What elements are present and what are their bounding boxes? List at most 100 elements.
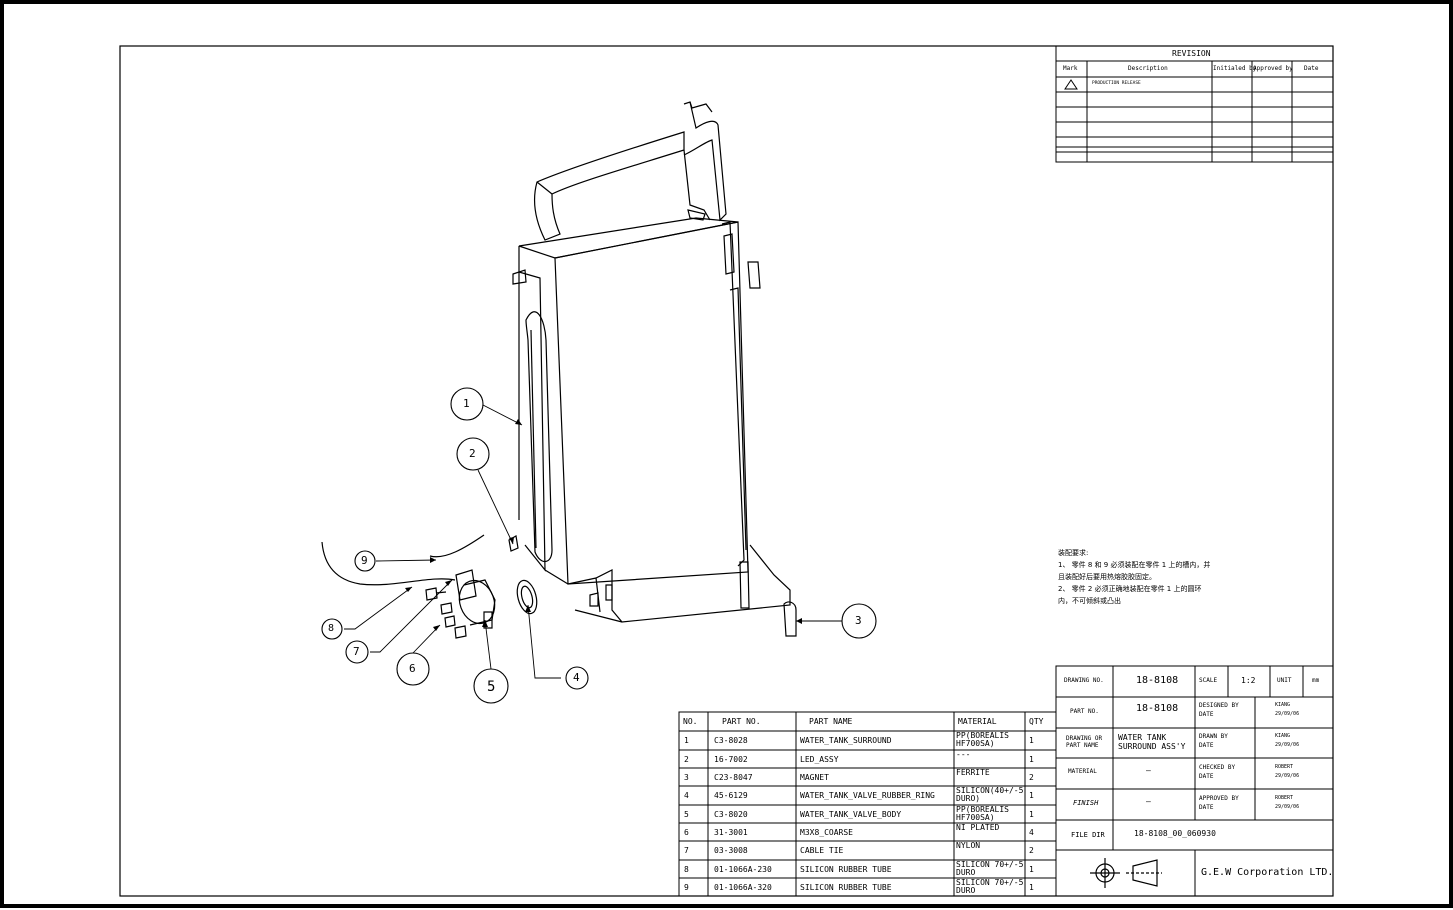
tb-approved-date: 29/09/06 <box>1275 804 1300 810</box>
tb-finish: — <box>1146 797 1151 806</box>
bom-cell-qty: 1 <box>1029 755 1034 764</box>
tb-material-label: MATERIAL <box>1068 768 1097 775</box>
revision-mark-icon <box>1064 79 1078 90</box>
tb-scale: 1:2 <box>1241 676 1256 685</box>
bom-cell-part-name: SILICON RUBBER TUBE <box>800 883 892 892</box>
revision-header-date: Date <box>1304 65 1319 72</box>
tb-checked-date: 29/09/06 <box>1275 773 1300 779</box>
bom-header-part-name: PART NAME <box>809 717 853 726</box>
tb-part-no: 18-8108 <box>1136 703 1179 714</box>
bom-cell-part-no: 03-3008 <box>714 846 748 855</box>
bom-header-no: NO. <box>683 717 698 726</box>
water-tank-surround-drawing <box>321 101 797 639</box>
balloon-1: 1 <box>463 397 470 410</box>
bom-cell-no: 4 <box>684 791 689 800</box>
tb-part-no-label: PART NO. <box>1070 708 1099 715</box>
bom-cell-no: 5 <box>684 810 689 819</box>
bom-cell-material: PP(BOREALIS HF700SA) <box>956 732 1009 748</box>
tb-drawing-no-label: DRAWING NO. <box>1064 677 1104 684</box>
tb-finish-label: FINISH <box>1073 799 1099 807</box>
bom-cell-material: SILICON(40+/-5 DURO) <box>956 787 1024 803</box>
revision-header-description: Description <box>1128 65 1168 72</box>
tb-file-dir-label: FILE DIR <box>1071 831 1105 839</box>
revision-table-grid <box>1055 45 1334 163</box>
tb-approved-date-label: DATE <box>1199 804 1214 811</box>
bom-cell-no: 1 <box>684 736 689 745</box>
bom-cell-qty: 1 <box>1029 883 1034 892</box>
tb-drawing-name: WATER TANK SURROUND ASS'Y <box>1118 733 1186 751</box>
bom-cell-no: 8 <box>684 865 689 874</box>
revision-row1-description: PRODUCTION RELEASE <box>1092 81 1141 86</box>
bom-cell-part-no: 31-3001 <box>714 828 748 837</box>
balloon-7: 7 <box>353 645 360 658</box>
title-block-grid <box>1055 665 1334 897</box>
projection-symbol-icon <box>1090 858 1162 888</box>
bom-cell-part-name: SILICON RUBBER TUBE <box>800 865 892 874</box>
revision-header-initialed: Initialed by <box>1213 65 1257 72</box>
tb-scale-label: SCALE <box>1199 677 1218 684</box>
balloon-9: 9 <box>361 554 368 567</box>
bom-cell-no: 9 <box>684 883 689 892</box>
tb-drawn-date: 29/09/06 <box>1275 742 1300 748</box>
bom-cell-part-name: M3X8_COARSE <box>800 828 853 837</box>
tb-designed-date: 29/09/06 <box>1275 711 1300 717</box>
revision-header-mark: Mark <box>1063 65 1078 72</box>
balloon-3: 3 <box>855 614 862 627</box>
tb-checked-date-label: DATE <box>1199 773 1214 780</box>
tb-designed-by: KIANG <box>1275 702 1291 708</box>
bom-cell-part-name: WATER_TANK_VALVE_BODY <box>800 810 902 819</box>
tb-designed-date-label: DATE <box>1199 711 1214 718</box>
notes-line-1: 1、 零件 8 和 9 必须装配在零件 1 上的槽内，并 <box>1058 561 1211 569</box>
bom-cell-material: NYLON <box>956 842 981 850</box>
bom-header-part-no: PART NO. <box>722 717 761 726</box>
tb-approved-label: APPROVED BY <box>1199 795 1239 802</box>
bom-cell-qty: 4 <box>1029 828 1034 837</box>
tb-material: — <box>1146 766 1151 775</box>
tb-approved-by: ROBERT <box>1275 795 1294 801</box>
bom-cell-material: SILICON 70+/-5 DURO <box>956 879 1024 895</box>
bom-cell-qty: 1 <box>1029 791 1034 800</box>
bom-cell-part-no: C23-8047 <box>714 773 753 782</box>
bom-cell-part-no: C3-8028 <box>714 736 748 745</box>
bom-cell-material: --- <box>956 751 971 759</box>
tb-checked-by: ROBERT <box>1275 764 1294 770</box>
bom-cell-part-name: CABLE TIE <box>800 846 844 855</box>
tb-drawing-name-label: DRAWING OR PART NAME <box>1066 735 1103 750</box>
tb-checked-label: CHECKED BY <box>1199 764 1236 771</box>
bom-cell-part-no: 01-1066A-320 <box>714 883 772 892</box>
tb-drawn-by: KIANG <box>1275 733 1291 739</box>
bom-cell-qty: 2 <box>1029 773 1034 782</box>
notes-line-2: 且装配好后要用热熔胶胶固定。 <box>1058 573 1156 581</box>
bom-cell-qty: 1 <box>1029 865 1034 874</box>
tb-file-dir: 18-8108_00_060930 <box>1134 829 1216 838</box>
bom-cell-qty: 2 <box>1029 846 1034 855</box>
bom-cell-material: NI PLATED <box>956 824 1000 832</box>
bom-cell-material: SILICON 70+/-5 DURO <box>956 861 1024 877</box>
tb-drawn-date-label: DATE <box>1199 742 1214 749</box>
bom-cell-no: 7 <box>684 846 689 855</box>
bom-cell-qty: 1 <box>1029 810 1034 819</box>
tb-company-name: G.E.W Corporation LTD. <box>1201 867 1334 878</box>
notes-line-4: 内，不可倾斜或凸出 <box>1058 597 1121 605</box>
balloon-2: 2 <box>469 447 476 460</box>
balloon-circles <box>321 387 877 704</box>
bom-cell-qty: 1 <box>1029 736 1034 745</box>
notes-line-3: 2、 零件 2 必须正确地装配在零件 1 上的圆环 <box>1058 585 1202 593</box>
bom-cell-part-no: 45-6129 <box>714 791 748 800</box>
bom-cell-material: FERRITE <box>956 769 990 777</box>
bom-cell-part-name: LED_ASSY <box>800 755 839 764</box>
balloon-5: 5 <box>487 679 496 695</box>
bom-cell-part-name: WATER_TANK_SURROUND <box>800 736 892 745</box>
bom-cell-no: 6 <box>684 828 689 837</box>
tb-designed-label: DESIGNED BY <box>1199 702 1239 709</box>
balloon-6: 6 <box>409 662 416 675</box>
bom-cell-no: 3 <box>684 773 689 782</box>
bom-cell-no: 2 <box>684 755 689 764</box>
bom-cell-part-no: 16-7002 <box>714 755 748 764</box>
leader-lines <box>344 404 842 679</box>
bom-cell-part-name: WATER_TANK_VALVE_RUBBER_RING <box>800 791 935 800</box>
balloon-8: 8 <box>328 623 335 634</box>
bom-cell-part-name: MAGNET <box>800 773 829 782</box>
